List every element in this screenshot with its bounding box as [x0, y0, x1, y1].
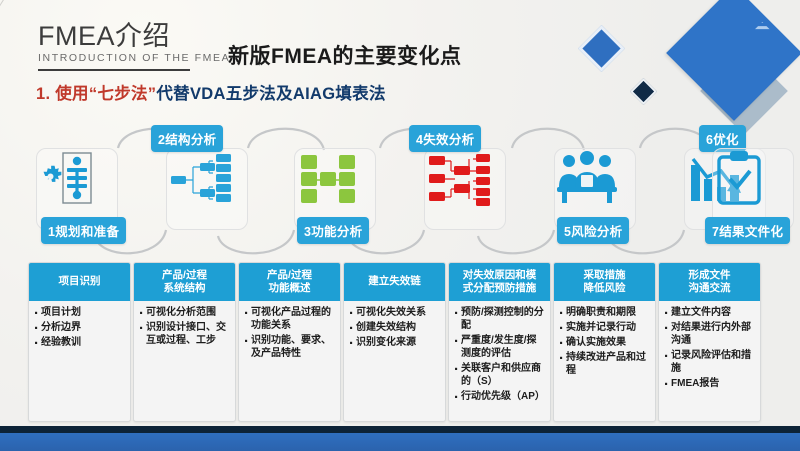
- list-item: 行动优先级（AP）: [453, 388, 546, 408]
- detail-card-3-list: 可视化产品过程的功能关系 识别功能、要求、及产品特性: [239, 301, 340, 360]
- step-2-label[interactable]: 2结构分析: [151, 125, 224, 152]
- decorative-diamond-mini: [630, 78, 657, 105]
- list-item: 识别功能、要求、及产品特性: [243, 332, 336, 360]
- detail-card-7-header: 形成文件沟通交流: [659, 263, 760, 302]
- detail-card-2-list: 可视化分析范围 识别设计接口、交互或过程、工步: [134, 301, 235, 347]
- list-item: 确认实施效果: [558, 334, 651, 354]
- list-item: 关联客户和供应商的（S）: [453, 360, 546, 388]
- step-6-label[interactable]: 6优化: [699, 125, 746, 152]
- page-title-block: FMEA介绍 INTRODUCTION OF THE FMEA: [38, 21, 231, 72]
- page-title: FMEA介绍: [38, 21, 171, 51]
- red-network-icon: [425, 149, 505, 229]
- decorative-stripes: [731, 21, 793, 84]
- green-network-icon: [295, 149, 375, 229]
- detail-card-6-header: 采取措施降低风险: [554, 263, 655, 302]
- list-item: 识别设计接口、交互或过程、工步: [138, 319, 231, 347]
- detail-card-7-list: 建立文件内容 对结果进行内外部沟通 记录风险评估和措施 FMEA报告: [659, 301, 760, 395]
- list-item: 预防/探测控制的分配: [453, 304, 546, 332]
- list-item: FMEA报告: [663, 375, 756, 395]
- list-item: 持续改进产品和过程: [558, 349, 651, 377]
- step-5-card[interactable]: 5风险分析: [554, 148, 636, 244]
- list-item: 明确职责和期限: [558, 304, 651, 324]
- list-item: 创建失效结构: [348, 319, 441, 339]
- step-3-card[interactable]: 3功能分析: [294, 148, 376, 244]
- step-1-card[interactable]: 1规划和准备: [36, 148, 127, 244]
- list-item: 实施并记录行动: [558, 319, 651, 339]
- detail-card-1-list: 项目计划 分析边界 经验教训: [29, 301, 130, 354]
- list-item: 对结果进行内外部沟通: [663, 319, 756, 347]
- step-5-label[interactable]: 5风险分析: [557, 217, 630, 244]
- detail-card-4-list: 可视化失效关系 创建失效结构 识别变化来源: [344, 301, 445, 354]
- step-3-label[interactable]: 3功能分析: [297, 217, 370, 244]
- detail-card-1[interactable]: 项目识别 项目计划 分析边界 经验教训: [28, 262, 131, 422]
- list-item: 分析边界: [33, 319, 126, 339]
- list-item: 可视化产品过程的功能关系: [243, 304, 336, 332]
- step-7-card[interactable]: 7结果文件化: [705, 148, 794, 244]
- gear-document-icon: [37, 149, 117, 229]
- people-meeting-icon: [555, 149, 635, 229]
- detail-card-6-list: 明确职责和期限 实施并记录行动 确认实施效果 持续改进产品和过程: [554, 301, 655, 377]
- list-item: 可视化分析范围: [138, 304, 231, 324]
- list-item: 记录风险评估和措施: [663, 347, 756, 375]
- detail-card-5-header: 对失效原因和模式分配预防措施: [449, 263, 550, 302]
- detail-card-4-header: 建立失效链: [344, 263, 445, 301]
- list-item: 严重度/发生度/探测度的评估: [453, 332, 546, 360]
- detail-card-2-header: 产品/过程系统结构: [134, 263, 235, 302]
- footer-bar-blue: [0, 433, 800, 451]
- highlight-line: 1. 使用“七步法”代替VDA五步法及AIAG填表法: [36, 80, 386, 104]
- step-2-card[interactable]: 2结构分析: [151, 125, 248, 230]
- section-heading: 新版FMEA的主要变化点: [228, 45, 462, 68]
- list-item: 项目计划: [33, 304, 126, 324]
- page-subtitle-en: INTRODUCTION OF THE FMEA: [38, 52, 231, 65]
- footer-bar-dark: [0, 426, 800, 433]
- clipboard-check-icon: [713, 149, 793, 229]
- process-flow: 1规划和准备: [0, 108, 800, 258]
- detail-card-4[interactable]: 建立失效链 可视化失效关系 创建失效结构 识别变化来源: [343, 262, 446, 422]
- title-rule: [38, 69, 190, 72]
- detail-card-1-header: 项目识别: [29, 263, 130, 301]
- step-4-label[interactable]: 4失效分析: [409, 125, 482, 152]
- detail-card-5-list: 预防/探测控制的分配 严重度/发生度/探测度的评估 关联客户和供应商的（S） 行…: [449, 301, 550, 408]
- step-6-card[interactable]: 6优化: [684, 125, 766, 230]
- decorative-diamond-large: [666, 0, 800, 121]
- list-item: 建立文件内容: [663, 304, 756, 324]
- detail-card-3-header: 产品/过程功能概述: [239, 263, 340, 302]
- decorative-diamond-small: [578, 25, 625, 72]
- list-item: 识别变化来源: [348, 334, 441, 354]
- tree-structure-icon: [167, 149, 247, 229]
- highlight-navy-part: 代替VDA五步法及AIAG填表法: [156, 85, 386, 103]
- list-item: 可视化失效关系: [348, 304, 441, 324]
- step-1-label[interactable]: 1规划和准备: [41, 217, 127, 244]
- step-4-card[interactable]: 4失效分析: [409, 125, 506, 230]
- step-7-label[interactable]: 7结果文件化: [705, 217, 791, 244]
- list-item: 经验教训: [33, 334, 126, 354]
- highlight-red-part: 1. 使用“七步法”: [36, 85, 157, 103]
